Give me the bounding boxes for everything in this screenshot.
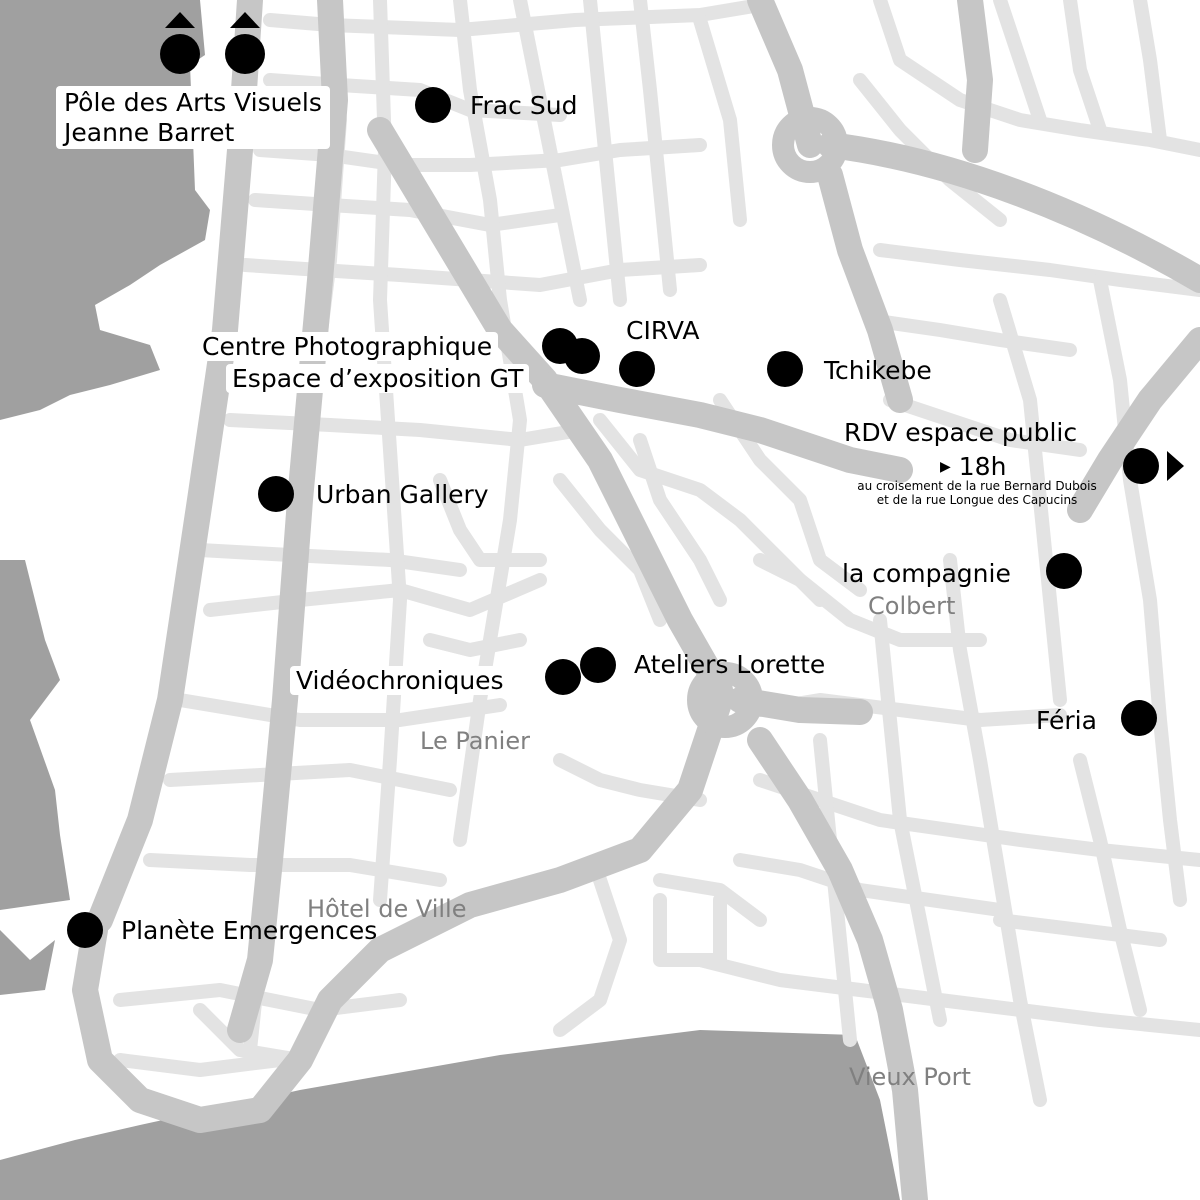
feria-marker[interactable] [1121, 700, 1157, 736]
espace-exposition-gt-marker[interactable] [564, 338, 600, 374]
dot-icon [1123, 448, 1159, 484]
urban-gallery-label[interactable]: Urban Gallery [316, 480, 489, 509]
tchikebe-marker[interactable] [767, 351, 803, 387]
rdv-note-line-2: et de la rue Longue des Capucins [876, 492, 1078, 507]
road-rue-de-la-republique [227, 0, 348, 1043]
la-compagnie-label[interactable]: la compagnie [842, 559, 1011, 588]
pole-label-line-1: Pôle des Arts Visuels [64, 88, 322, 117]
centre-photographique-label[interactable]: Centre Photographique [196, 332, 499, 361]
urban-gallery-marker[interactable] [258, 476, 294, 512]
rdv-label[interactable]: RDV espace public [844, 418, 1078, 447]
road-diagonal-north [367, 117, 733, 703]
road-diagonal-south [747, 727, 928, 1200]
road-east-west [532, 372, 913, 483]
ateliers-lorette-marker[interactable] [580, 647, 616, 683]
water-vieux-port [0, 1030, 900, 1200]
planete-emergences-marker[interactable] [67, 912, 103, 948]
water-pier [0, 340, 40, 395]
feria-label[interactable]: Féria [1036, 706, 1097, 735]
la-compagnie-marker[interactable] [1046, 553, 1082, 589]
water-west-lower [0, 560, 70, 910]
district-vieux-port: Vieux Port [849, 1063, 971, 1091]
water-southwest [0, 930, 55, 995]
pole-arts-visuels-label[interactable]: Pôle des Arts Visuels Jeanne Barret [56, 86, 330, 149]
frac-sud-label[interactable]: Frac Sud [470, 91, 578, 120]
road-far-east [1067, 327, 1200, 523]
pole-label-line-2: Jeanne Barret [64, 118, 235, 147]
district-le-panier: Le Panier [420, 727, 530, 755]
planete-emergences-label[interactable]: Planète Emergences [121, 916, 378, 945]
road-west-boulevard [87, 0, 263, 933]
pole-arts-visuels-marker-icon[interactable] [155, 8, 275, 78]
rdv-time: ▶ 18h [940, 454, 1006, 479]
frac-sud-marker[interactable] [415, 87, 451, 123]
road-northeast-spur [957, 0, 993, 163]
road-east-descending [817, 162, 913, 413]
play-arrow-icon: ▶ [940, 459, 951, 475]
roundabout-south [687, 662, 763, 738]
road-canebiere-arc [817, 132, 1200, 293]
videochroniques-marker[interactable] [545, 659, 581, 695]
dot-icon [160, 34, 200, 74]
espace-exposition-gt-label[interactable]: Espace d’exposition GT [226, 364, 530, 393]
district-hotel-de-ville: Hôtel de Ville [307, 895, 467, 923]
major-roads [72, 0, 1200, 1200]
ateliers-lorette-label[interactable]: Ateliers Lorette [634, 650, 826, 679]
dot-icon [225, 34, 265, 74]
right-arrow-icon [1167, 451, 1184, 481]
rdv-marker-icon[interactable] [1122, 447, 1192, 487]
cirva-label[interactable]: CIRVA [626, 316, 700, 345]
cirva-marker[interactable] [619, 351, 655, 387]
roundabout-north [772, 107, 848, 183]
road-ring [72, 687, 733, 1133]
videochroniques-label[interactable]: Vidéochroniques [290, 666, 510, 695]
rdv-note-line-1: au croisement de la rue Bernard Dubois [857, 479, 1097, 493]
roundabouts [687, 107, 848, 738]
district-colbert: Colbert [868, 592, 956, 620]
rdv-location-note: au croisement de la rue Bernard Dubois e… [842, 479, 1112, 508]
up-arrow-icon [165, 12, 195, 28]
up-arrow-icon [230, 12, 260, 28]
tchikebe-label[interactable]: Tchikebe [824, 356, 932, 385]
rdv-time-value: 18h [958, 452, 1007, 481]
